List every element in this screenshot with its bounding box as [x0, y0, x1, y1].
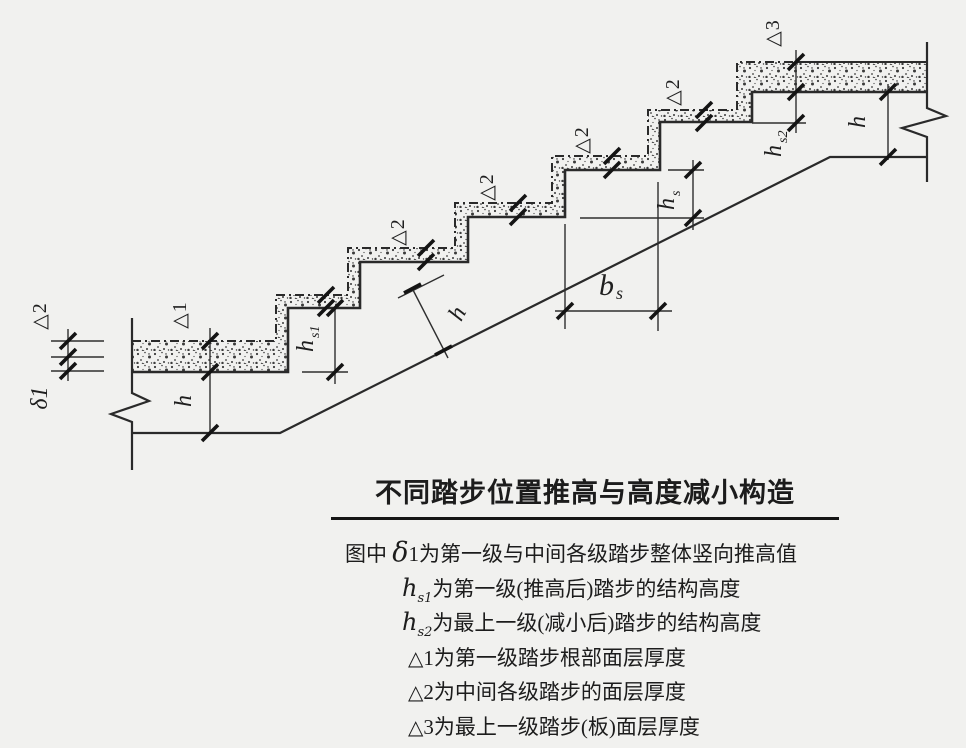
hs2-label-sub: s2 — [776, 131, 791, 143]
stair-section-drawing: δ1 △2 △1 h h s1 △2 △2 △2 — [27, 19, 950, 470]
triangle-symbol: △ — [408, 716, 424, 739]
note-num: 1 — [423, 645, 434, 670]
note-text: 为第一级与中间各级踏步整体竖向推高值 — [419, 542, 798, 566]
h-label-top: h — [845, 116, 871, 128]
tri1-label: △1 — [169, 301, 191, 328]
hs-label: h — [654, 198, 680, 210]
note-text: 为最上一级(减小后)踏步的结构高度 — [432, 611, 762, 635]
note-line: 图中 δ1为第一级与中间各级踏步整体竖向推高值 — [330, 537, 890, 572]
h-symbol: hs1 — [402, 573, 433, 606]
delta1-label: δ1 — [27, 386, 53, 409]
finish-surface-dashed-line — [132, 61, 795, 342]
tri3-label: △3 — [762, 19, 784, 46]
tri2-label-step3: △2 — [476, 173, 498, 200]
h-label-waist: h — [444, 302, 473, 325]
note-num: 3 — [423, 714, 434, 739]
note-num: 1 — [408, 542, 420, 566]
triangle-symbol: △ — [408, 647, 424, 670]
dimension-ticks — [58, 52, 898, 443]
tri2-label-left: △2 — [29, 302, 51, 329]
bs-label: b — [599, 269, 614, 302]
h-symbol: hs2 — [402, 608, 433, 640]
dimension-lines — [51, 50, 889, 433]
dimension-labels: δ1 △2 △1 h h s1 △2 △2 △2 — [27, 19, 871, 409]
structural-step-profile — [132, 90, 927, 374]
note-line: hs2为最上一级(减小后)踏步的结构高度 — [330, 606, 890, 641]
figure-notes: 图中 δ1为第一级与中间各级踏步整体竖向推高值 hs1为第一级(推高后)踏步的结… — [330, 537, 890, 744]
note-num: 2 — [423, 680, 434, 704]
break-symbol-right — [898, 42, 950, 182]
break-symbol-left — [107, 318, 152, 470]
triangle-symbol: △ — [408, 682, 424, 704]
h-label-bottom: h — [171, 395, 197, 407]
hs1-label: h — [293, 340, 319, 352]
hs-label-sub: s — [669, 190, 684, 196]
note-line: △1为第一级踏步根部面层厚度 — [330, 641, 890, 676]
tri2-label-step2: △2 — [387, 218, 409, 245]
hs1-label-sub: s1 — [308, 326, 323, 338]
note-line: △2为中间各级踏步的面层厚度 — [330, 675, 890, 710]
note-lead: 图中 — [345, 542, 393, 566]
note-line: hs1为第一级(推高后)踏步的结构高度 — [330, 572, 890, 607]
note-line: △3为最上一级踏步(板)面层厚度 — [330, 710, 890, 745]
bs-label-sub: s — [616, 283, 623, 303]
slab-soffit-line — [132, 155, 927, 435]
figure-title: 不同踏步位置推高与高度减小构造 — [331, 471, 839, 520]
delta-symbol: δ — [392, 537, 409, 568]
hs2-label: h — [761, 145, 787, 157]
note-text: 为第一级(推高后)踏步的结构高度 — [432, 576, 741, 601]
note-text: 为中间各级踏步的面层厚度 — [433, 680, 686, 704]
note-text: 为第一级踏步根部面层厚度 — [433, 645, 686, 670]
tri2-label-step4: △2 — [571, 126, 593, 153]
note-text: 为最上一级踏步(板)面层厚度 — [433, 714, 700, 739]
tri2-label-step5: △2 — [662, 78, 684, 105]
